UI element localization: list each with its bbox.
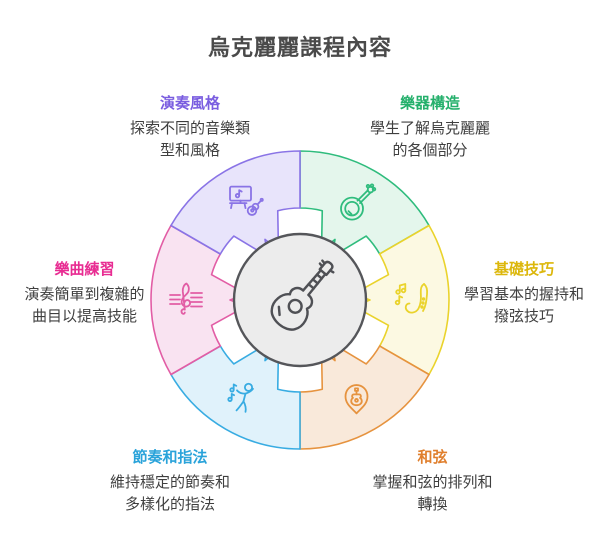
treble-clef-icon xyxy=(169,282,203,315)
segment-title: 樂器構造 xyxy=(399,95,460,112)
segment-title: 節奏和指法 xyxy=(132,449,208,466)
label-styles: 演奏風格 探索不同的音樂類 型和風格 xyxy=(88,92,292,162)
label-rhythm: 節奏和指法 維持穩定的節奏和 多樣化的指法 xyxy=(80,446,260,516)
dancer-icon xyxy=(227,382,254,413)
label-chords: 和弦 掌握和弦的排列和 轉換 xyxy=(345,446,520,516)
ukulele-icon xyxy=(270,259,335,331)
music-screen-icon xyxy=(229,185,264,216)
segment-title: 演奏風格 xyxy=(159,95,220,112)
course-wheel-diagram xyxy=(150,150,450,450)
page-title: 烏克麗麗課程內容 xyxy=(207,35,392,60)
label-basics: 基礎技巧 學習基本的握持和 撥弦技巧 xyxy=(448,258,600,328)
segment-title: 和弦 xyxy=(417,449,448,466)
guitar-pin-icon xyxy=(344,384,369,415)
segment-desc: 演奏簡單到複雜的 曲目以提高技能 xyxy=(24,286,145,325)
label-construction: 樂器構造 學生了解烏克麗麗 的各個部分 xyxy=(330,92,530,162)
segment-title: 樂曲練習 xyxy=(54,261,115,278)
segment-title: 基礎技巧 xyxy=(493,261,554,278)
saxophone-icon xyxy=(394,283,429,314)
label-practice: 樂曲練習 演奏簡單到複雜的 曲目以提高技能 xyxy=(2,258,167,328)
center-circle xyxy=(232,232,368,368)
segment-desc: 探索不同的音樂類 型和風格 xyxy=(129,120,250,159)
segment-desc: 學生了解烏克麗麗 的各個部分 xyxy=(369,120,490,159)
segment-desc: 維持穩定的節奏和 多樣化的指法 xyxy=(109,474,230,513)
segment-desc: 掌握和弦的排列和 轉換 xyxy=(372,474,493,513)
segment-basics xyxy=(352,224,450,376)
banjo-icon xyxy=(340,183,377,221)
segment-desc: 學習基本的握持和 撥弦技巧 xyxy=(463,286,584,325)
